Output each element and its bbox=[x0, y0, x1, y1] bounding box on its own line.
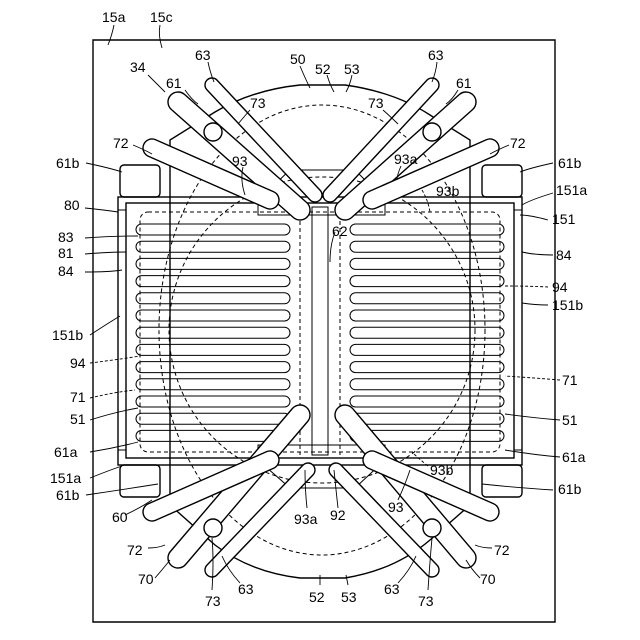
coil-left-3 bbox=[136, 276, 290, 287]
coil-right-6 bbox=[350, 327, 504, 338]
label-53-bottom: 53 bbox=[341, 589, 357, 605]
label-61a-right: 61a bbox=[562, 449, 586, 465]
dashed-inner-outline bbox=[140, 212, 500, 452]
label-51-right: 51 bbox=[562, 412, 578, 428]
reference-labels: 15a 15c 34 50 52 53 63 63 61 61 73 73 72… bbox=[50, 9, 587, 609]
label-94-left: 94 bbox=[70, 355, 86, 371]
label-61a-left: 61a bbox=[54, 444, 78, 460]
coil-right-11 bbox=[350, 413, 504, 424]
coil-left-11 bbox=[136, 413, 290, 424]
label-52-bottom: 52 bbox=[309, 589, 325, 605]
label-72-bottom-left: 72 bbox=[127, 542, 143, 558]
label-71-right: 71 bbox=[562, 372, 578, 388]
label-61b-bottom-right: 61b bbox=[558, 481, 582, 497]
label-61-top-left: 61 bbox=[166, 75, 182, 91]
label-61-top-right: 61 bbox=[456, 75, 472, 91]
label-63-bottom-right: 63 bbox=[384, 581, 400, 597]
clamp-br bbox=[482, 465, 522, 497]
label-73-bottom-left: 73 bbox=[205, 593, 221, 609]
coil-left-10 bbox=[136, 396, 290, 407]
coil-right-7 bbox=[350, 344, 504, 355]
label-151b-right: 151b bbox=[552, 297, 583, 313]
coil-right-2 bbox=[350, 258, 504, 269]
label-53-top: 53 bbox=[344, 61, 360, 77]
label-80: 80 bbox=[64, 197, 80, 213]
holder-right bbox=[514, 210, 522, 450]
coil-left-2 bbox=[136, 258, 290, 269]
label-63-top-left: 63 bbox=[195, 47, 211, 63]
label-61b-bottom-left: 61b bbox=[56, 487, 80, 503]
coil-right-1 bbox=[350, 241, 504, 252]
label-93b-bottom-right: 93b bbox=[430, 462, 454, 478]
frame-outer bbox=[118, 197, 522, 465]
label-72-top-right: 72 bbox=[510, 135, 526, 151]
label-34: 34 bbox=[130, 59, 146, 75]
coil-left-1 bbox=[136, 241, 290, 252]
coil-left-0 bbox=[136, 224, 290, 235]
label-93-bottom-right: 93 bbox=[388, 499, 404, 515]
label-70-bottom-right: 70 bbox=[480, 571, 496, 587]
coil-left-8 bbox=[136, 362, 290, 373]
label-15c: 15c bbox=[150, 9, 173, 25]
label-92: 92 bbox=[330, 507, 346, 523]
label-93b-top-right: 93b bbox=[436, 183, 460, 199]
label-83: 83 bbox=[58, 229, 74, 245]
label-70-bottom-left: 70 bbox=[138, 571, 154, 587]
label-51-left: 51 bbox=[70, 411, 86, 427]
label-93a-bottom: 93a bbox=[294, 511, 318, 527]
label-50: 50 bbox=[290, 51, 306, 67]
label-73-top-right: 73 bbox=[368, 95, 384, 111]
label-84-left: 84 bbox=[58, 263, 74, 279]
label-93-top-left: 93 bbox=[232, 153, 248, 169]
label-93a-top-right: 93a bbox=[394, 151, 418, 167]
label-15a: 15a bbox=[102, 9, 126, 25]
label-60: 60 bbox=[112, 509, 128, 525]
center-spine bbox=[312, 207, 328, 455]
coil-right-8 bbox=[350, 362, 504, 373]
clamp-bl bbox=[120, 465, 160, 497]
coil-group-right bbox=[350, 224, 504, 441]
label-73-bottom-right: 73 bbox=[418, 593, 434, 609]
coil-right-0 bbox=[350, 224, 504, 235]
label-61b-top-right: 61b bbox=[558, 155, 582, 171]
label-63-bottom-left: 63 bbox=[238, 581, 254, 597]
clamp-tl bbox=[120, 165, 160, 197]
label-151a-left: 151a bbox=[50, 470, 81, 486]
label-94-right: 94 bbox=[552, 279, 568, 295]
label-151b-left: 151b bbox=[52, 327, 83, 343]
coil-right-10 bbox=[350, 396, 504, 407]
coil-left-9 bbox=[136, 379, 290, 390]
label-73-top-left: 73 bbox=[250, 95, 266, 111]
dashed-circle bbox=[169, 177, 475, 483]
label-52-top: 52 bbox=[315, 61, 331, 77]
label-151-right: 151 bbox=[552, 211, 576, 227]
base-plate-outline bbox=[93, 40, 555, 622]
label-72-bottom-right: 72 bbox=[494, 542, 510, 558]
label-63-top-right: 63 bbox=[428, 47, 444, 63]
coil-left-4 bbox=[136, 293, 290, 304]
label-61b-top-left: 61b bbox=[56, 155, 80, 171]
label-81: 81 bbox=[58, 245, 74, 261]
label-84-right: 84 bbox=[556, 247, 572, 263]
coil-right-4 bbox=[350, 293, 504, 304]
holder-left bbox=[118, 210, 126, 450]
clamp-tr bbox=[482, 165, 522, 197]
coil-right-5 bbox=[350, 310, 504, 321]
label-62: 62 bbox=[332, 223, 348, 239]
label-72-top-left: 72 bbox=[113, 135, 129, 151]
label-151a-top-right: 151a bbox=[556, 182, 587, 198]
label-71-left: 71 bbox=[70, 389, 86, 405]
